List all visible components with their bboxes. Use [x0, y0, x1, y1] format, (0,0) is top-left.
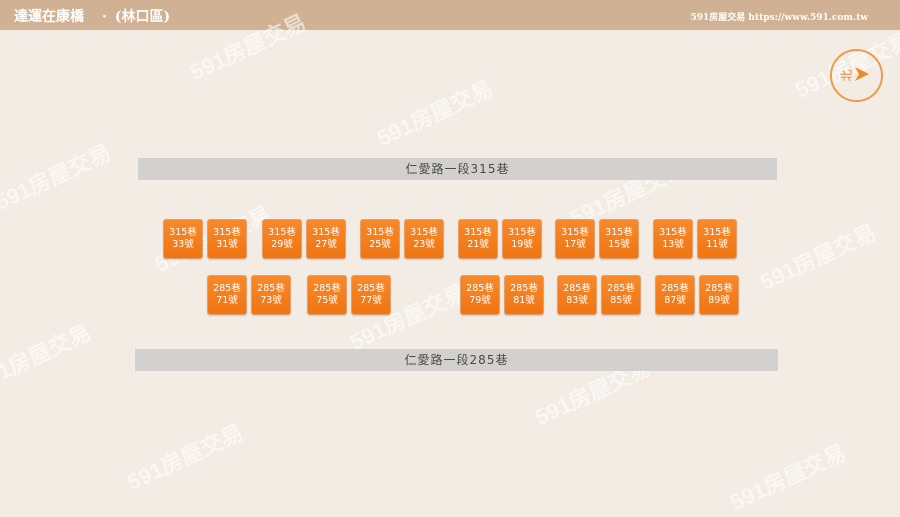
page-title: 達運在康橋 · (林口區) [14, 6, 170, 26]
unit-lane: 315巷 [561, 227, 589, 238]
road-label-315: 仁愛路一段315巷 [138, 158, 777, 180]
north-label: 北 [839, 69, 854, 82]
unit-lane: 285巷 [563, 283, 591, 294]
watermark: 591房屋交易 [373, 75, 497, 152]
watermark: 591房屋交易 [123, 419, 247, 496]
brand-text: 591房屋交易 https://www.591.com.tw [690, 13, 868, 23]
unit-number: 87號 [664, 295, 686, 306]
unit-number: 71號 [216, 295, 238, 306]
north-compass: 北 [830, 49, 883, 102]
unit-lane: 285巷 [213, 283, 241, 294]
unit-number: 89號 [708, 295, 730, 306]
unit-number: 79號 [469, 295, 491, 306]
road-label-285: 仁愛路一段285巷 [135, 349, 778, 371]
unit-number: 81號 [513, 295, 535, 306]
unit-lane: 315巷 [703, 227, 731, 238]
unit-number: 15號 [608, 239, 630, 250]
unit-lane: 285巷 [607, 283, 635, 294]
unit-lane: 285巷 [257, 283, 285, 294]
unit-number: 73號 [260, 295, 282, 306]
unit-lane: 315巷 [268, 227, 296, 238]
unit-lane: 315巷 [312, 227, 340, 238]
community-name: 達運在康橋 [14, 9, 84, 25]
unit-number: 83號 [566, 295, 588, 306]
unit-lane: 285巷 [357, 283, 385, 294]
unit-lane: 285巷 [661, 283, 689, 294]
unit-lane: 315巷 [605, 227, 633, 238]
watermark: 591房屋交易 [0, 319, 95, 396]
unit-lane: 315巷 [366, 227, 394, 238]
unit-number: 25號 [369, 239, 391, 250]
unit-lane: 315巷 [169, 227, 197, 238]
unit-number: 85號 [610, 295, 632, 306]
unit-number: 31號 [216, 239, 238, 250]
north-arrow-icon [855, 67, 869, 81]
unit-lane: 285巷 [510, 283, 538, 294]
unit-lane: 315巷 [464, 227, 492, 238]
watermark: 591房屋交易 [756, 219, 880, 296]
title-separator: · [102, 9, 107, 25]
header-bar: 達運在康橋 · (林口區) 591房屋交易 https://www.591.com.… [0, 0, 900, 30]
unit-lane: 285巷 [705, 283, 733, 294]
unit-lane: 315巷 [508, 227, 536, 238]
unit-lane: 285巷 [466, 283, 494, 294]
unit-number: 27號 [315, 239, 337, 250]
unit-number: 75號 [316, 295, 338, 306]
unit-number: 19號 [511, 239, 533, 250]
watermark: 591房屋交易 [0, 139, 115, 216]
unit-lane: 315巷 [213, 227, 241, 238]
unit-number: 13號 [662, 239, 684, 250]
district-name: (林口區) [114, 9, 171, 25]
unit-lane: 315巷 [659, 227, 687, 238]
unit-lane: 285巷 [313, 283, 341, 294]
unit-number: 21號 [467, 239, 489, 250]
unit-number: 11號 [706, 239, 728, 250]
unit-number: 23號 [413, 239, 435, 250]
unit-number: 77號 [360, 295, 382, 306]
unit-number: 29號 [271, 239, 293, 250]
unit-number: 17號 [564, 239, 586, 250]
unit-lane: 315巷 [410, 227, 438, 238]
watermark: 591房屋交易 [726, 439, 850, 516]
unit-number: 33號 [172, 239, 194, 250]
